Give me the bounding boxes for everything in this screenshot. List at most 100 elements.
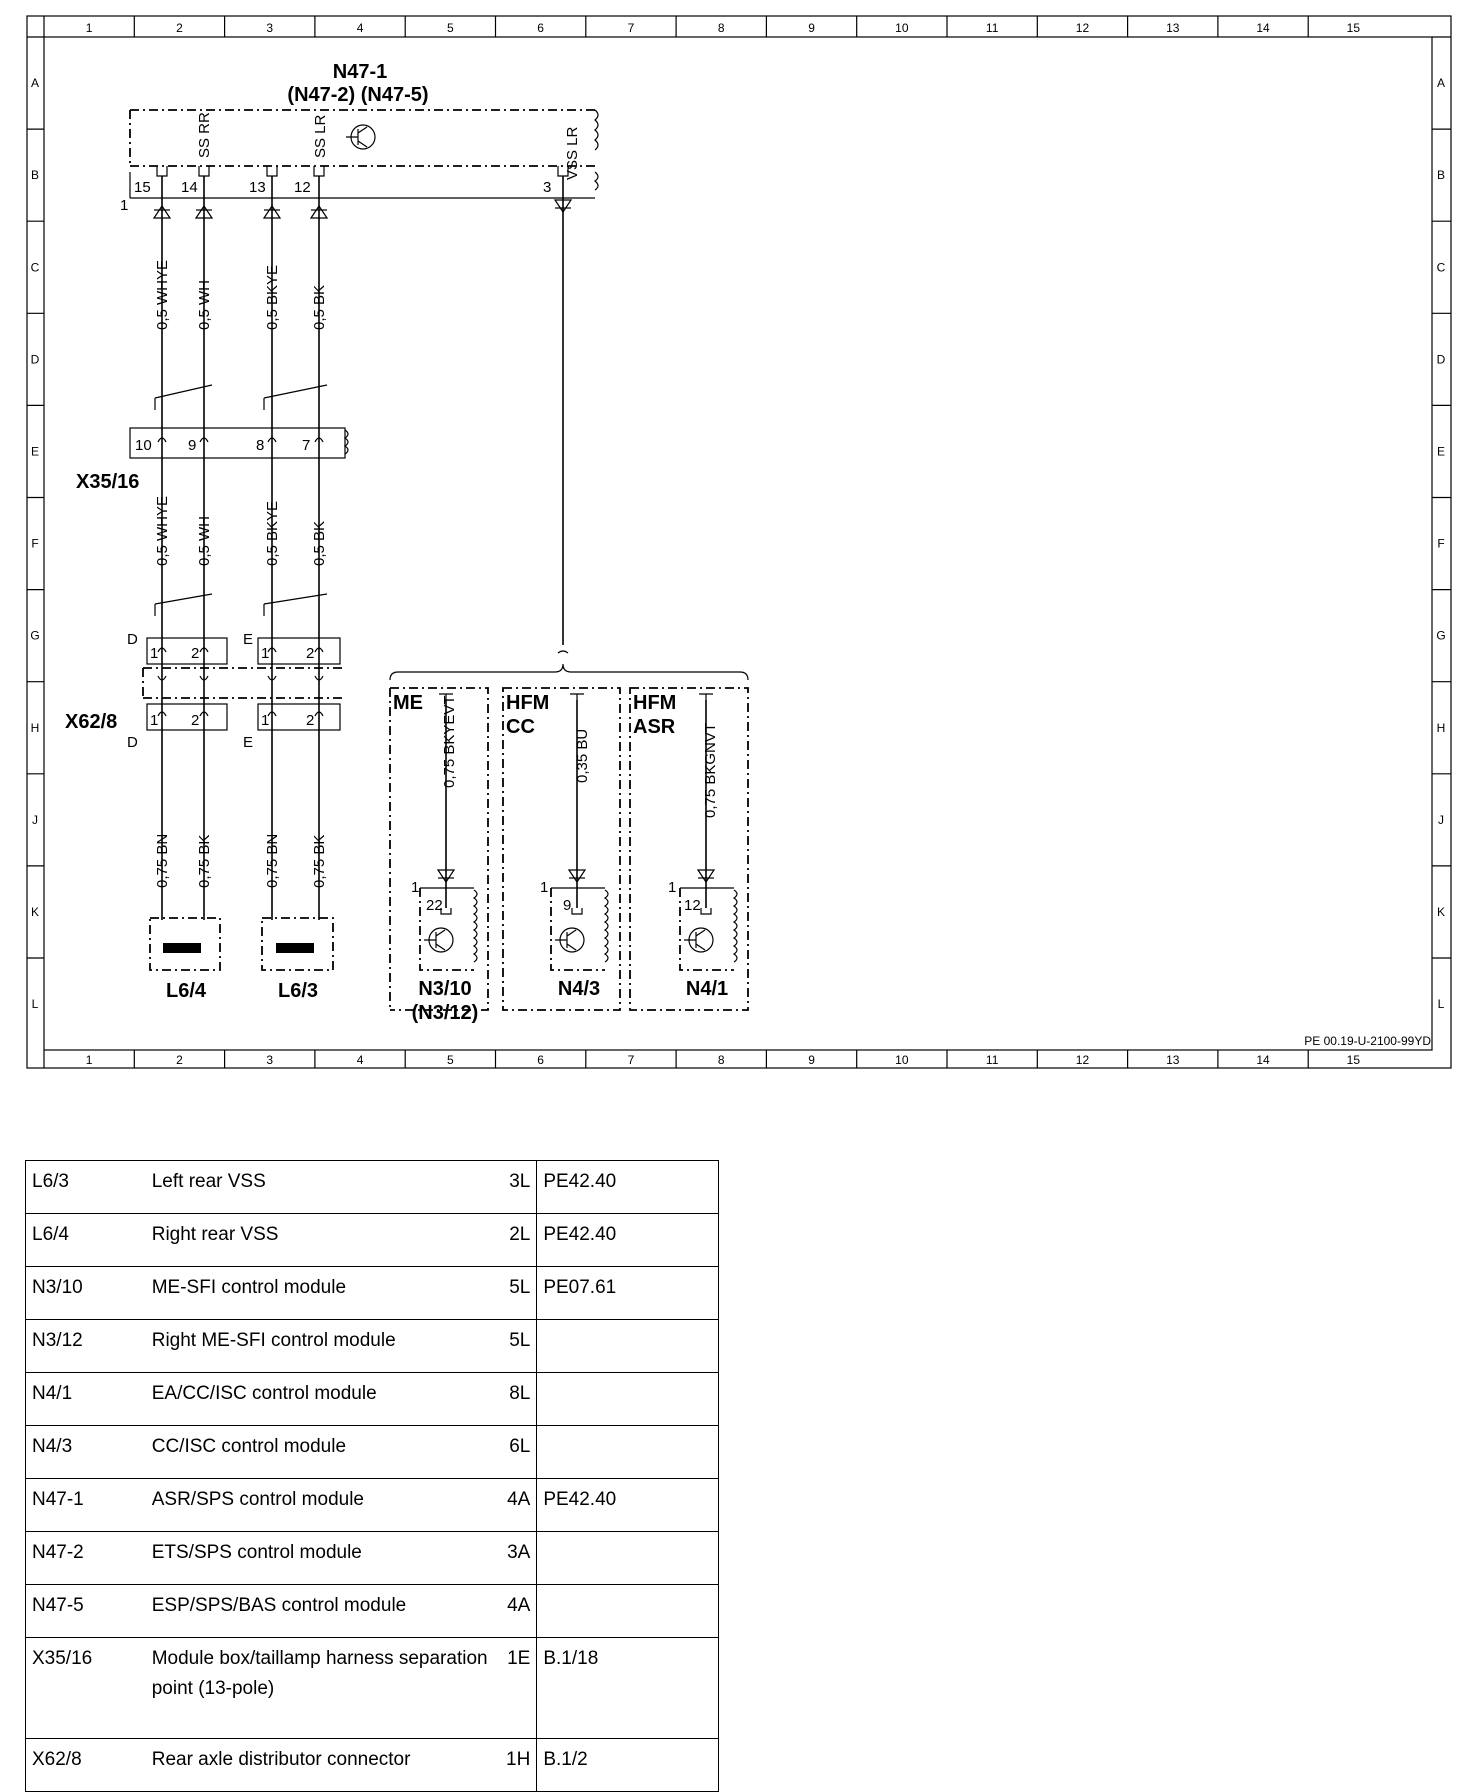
x35-pin-8: 8 [256,437,264,454]
wire-mid-3-label: 0,5 BKYE [264,501,281,566]
variant-hfm-asr: HFM ASR 0,75 BKGNVT N4/1 [629,687,749,1011]
legend-reference [536,1531,719,1585]
grid-column-label: 2 [176,21,183,35]
grid-column-label: 5 [447,1053,454,1067]
wire-bottom-2-label: 0,75 BK [196,835,213,888]
x35-pin-7: 7 [302,437,310,454]
grid-column-label: 15 [1347,1053,1361,1067]
grid-column-label: 12 [1076,1053,1090,1067]
x62-pin: 1 [261,712,269,729]
wire-bundle [161,198,564,920]
variant-hfm-asr-title: HFM [633,692,676,714]
wire-top-4-label: 0,5 BK [311,285,328,330]
grid-row-label: A [31,76,39,90]
variant-hfm-cc-title: HFM [506,692,549,714]
n47-connector-number: 1 [120,197,128,214]
grid-column-label: 3 [266,21,273,35]
legend-description: Right ME-SFI control module [145,1319,495,1373]
legend-code: N47-5 [24,1584,146,1638]
grid-column-label: 10 [895,1053,909,1067]
variant-hfm-cc: HFM CC 0,35 BU N4/3 [502,687,621,1011]
n47-signal-vss-lr: VSS LR [564,126,581,180]
legend-description: ASR/SPS control module [145,1478,495,1532]
grid-column-label: 14 [1256,21,1270,35]
x62-e-upper-housing [257,637,341,665]
x62-pin: 2 [191,712,199,729]
grid-column-label: 11 [986,1053,999,1067]
wire-bottom-4-label: 0,75 BK [311,835,328,888]
legend-reference [536,1584,719,1638]
x62-pin: 2 [306,712,314,729]
grid-column-label: 1 [86,21,93,35]
legend-location: 5L [494,1319,538,1373]
wire-top-1-label: 0,5 WHYE [154,260,171,330]
x62-pin: 2 [191,645,199,662]
variant-module-internals [419,693,738,971]
variant-me-wire: 0,75 BKYEVT [441,695,458,788]
sensor-l6-4 [149,917,221,971]
legend-reference [536,1372,719,1426]
grid-row-label: A [1437,76,1445,90]
wire-top-2-label: 0,5 WH [196,280,213,330]
twisted-pair-mark-top [154,384,328,410]
n47-pin-13: 13 [249,179,266,196]
grid-column-label: 8 [718,21,725,35]
grid-column-label: 4 [357,1053,364,1067]
legend-location: 8L [494,1372,538,1426]
x62-pin: 1 [261,645,269,662]
x62-d-lower-housing [146,703,228,731]
sensor-l6-3 [261,917,334,971]
legend-location: 4A [494,1478,538,1532]
grid-column-label: 6 [537,21,544,35]
variant-me-module-alt: (N3/12) [412,1002,479,1024]
n47-pin-14: 14 [181,179,198,196]
legend-location: 5L [494,1266,538,1320]
grid-row-label: C [31,260,40,274]
x62-e-lower-housing [257,703,341,731]
legend-location: 6L [494,1425,538,1479]
grid-column-label: 8 [718,1053,725,1067]
x35-break-mark [343,429,349,455]
grid-column-label: 10 [895,21,909,35]
grid-row-label: E [1437,444,1445,458]
legend-code: N3/12 [24,1319,146,1373]
n47-pin-3: 3 [543,179,551,196]
variant-hfm-asr-wire: 0,75 BKGNVT [702,723,719,818]
legend-location: 1H [494,1738,538,1792]
wire-mid-2-label: 0,5 WH [196,516,213,566]
grid-row-label: H [31,721,40,735]
wiring-diagram: 1122334455667788991010111112121313141415… [26,15,1452,1069]
grid-column-label: 14 [1256,1053,1270,1067]
variant-me-title: ME [393,692,423,714]
n47-subtitle: (N47-2) (N47-5) [287,84,428,106]
grid-row-label: B [1437,168,1445,182]
grid-row-label: C [1437,260,1446,274]
legend-description: Module box/taillamp harness separation p… [145,1637,495,1739]
grid-column-label: 12 [1076,21,1090,35]
n47-signal-ss-lr: SS LR [312,114,329,158]
variant-hfm-asr-module: N4/1 [686,978,728,1000]
grid-column-label: 4 [357,21,364,35]
wire-top-3-label: 0,5 BKYE [264,265,281,330]
x35-connector-body [129,427,346,459]
grid-row-label: G [30,629,39,643]
grid-row-label: L [32,997,39,1011]
grid-column-label: 1 [86,1053,93,1067]
legend-reference: B.1/2 [536,1738,719,1792]
x62-pin: 1 [150,712,158,729]
grid-column-label: 13 [1166,1053,1180,1067]
wire-mid-1-label: 0,5 WHYE [154,496,171,566]
x62-d-upper-housing [146,637,228,665]
transistor-icon [346,124,376,150]
wire-bottom-1-label: 0,75 BN [154,834,171,888]
legend-reference: PE42.40 [536,1478,719,1532]
n47-pin-contacts [156,166,569,198]
legend-description: ME-SFI control module [145,1266,495,1320]
variant-me: ME 0,75 BKYEVT N3/10 (N3/12) [389,687,489,1024]
variant-hfm-asr-connector-number: 1 [668,879,676,896]
legend-location: 1E [494,1637,538,1739]
